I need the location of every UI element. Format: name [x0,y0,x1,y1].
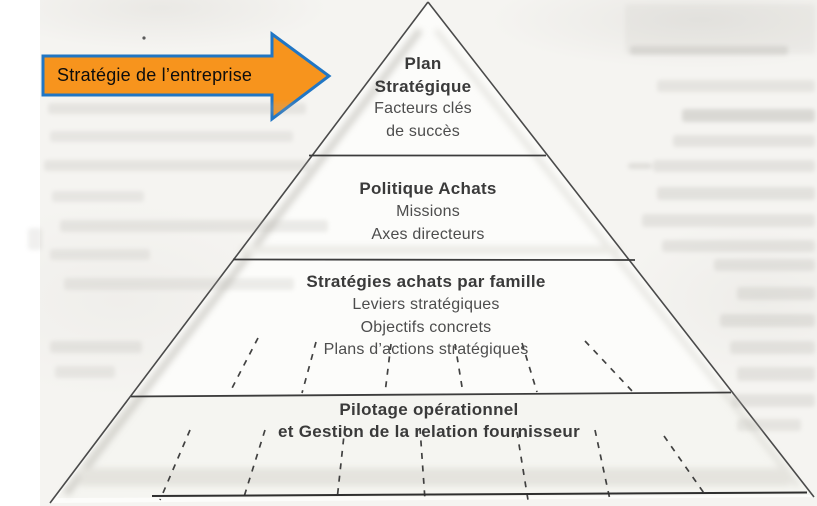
level4-title-line1: Pilotage opérationnel [339,400,519,419]
scan-speck [142,36,146,40]
level1-detail-2: de succès [386,122,460,140]
level1-title-line1: Plan [404,54,442,73]
pyramid-base-line [151,491,808,497]
pyramid-level-politique-achats: Politique Achats Missions Axes directeur… [359,177,496,246]
segment-dashed-dividers [159,337,707,501]
level3-detail-3: Plans d’actions stratégiques [323,341,529,358]
pyramid-level-plan-strategique: Plan Stratégique Facteurs clés de succès [374,52,472,143]
pyramid-level-pilotage-operationnel: Pilotage opérationnel et Gestion de la r… [278,399,580,443]
level1-title-line2: Stratégique [374,77,472,96]
level-divider-3 [130,391,732,398]
level4-title-line2: et Gestion de la relation fournisseur [277,422,581,441]
pyramid-right-edge [427,1,815,498]
strategy-arrow [41,31,332,123]
level2-detail-2: Axes directeurs [371,225,485,243]
level1-detail-1: Facteurs clés [374,100,472,117]
level2-title: Politique Achats [359,179,497,198]
scan-shading [63,27,800,497]
level3-title: Stratégies achats par famille [306,272,546,291]
pyramid-level-strategies-achats: Stratégies achats par famille Leviers st… [306,270,545,362]
level2-detail-1: Missions [396,203,460,220]
strategy-arrow-label: Stratégie de l’entreprise [57,65,253,85]
pyramid-left-edge [49,1,429,504]
scan-white-margin [0,0,40,506]
level3-detail-1: Leviers stratégiques [352,296,500,313]
level-divider-2 [232,258,636,261]
level3-detail-2: Objectifs concrets [360,318,492,336]
